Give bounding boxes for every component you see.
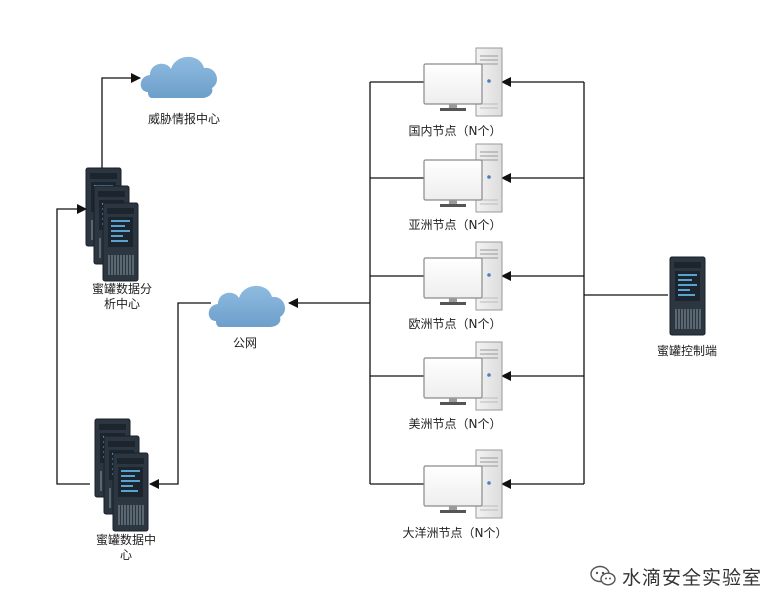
site-label: 大洋洲节点（N个） bbox=[402, 526, 508, 540]
watermark: 水滴安全实验室 bbox=[590, 562, 770, 590]
wechat-icon bbox=[590, 565, 616, 586]
site-label: 国内节点（N个） bbox=[408, 124, 502, 138]
controller-server-icon bbox=[669, 256, 706, 336]
site-label: 美洲节点（N个） bbox=[408, 417, 502, 431]
watermark-text: 水滴安全实验室 bbox=[622, 566, 763, 589]
analysis-center-label-line2: 析中心 bbox=[103, 297, 140, 311]
site-label: 欧洲节点（N个） bbox=[408, 317, 502, 331]
data-center-label: 蜜罐数据中 心 bbox=[86, 533, 166, 563]
analysis-center-label-line1: 蜜罐数据分 bbox=[91, 282, 152, 296]
site-label: 亚洲节点（N个） bbox=[408, 218, 502, 232]
connector-lines bbox=[56, 73, 668, 489]
public-net-label: 公网 bbox=[232, 336, 257, 350]
analysis-center-label: 蜜罐数据分 析中心 bbox=[84, 282, 160, 312]
node-europe-icon bbox=[423, 241, 503, 311]
node-americas-icon bbox=[423, 341, 503, 411]
data-center-label-line2: 心 bbox=[119, 548, 132, 562]
node-domestic-icon bbox=[423, 47, 503, 117]
threat-intel-label: 威胁情报中心 bbox=[147, 112, 220, 126]
controller-label: 蜜罐控制端 bbox=[656, 344, 717, 358]
analysis-center-server-icon bbox=[85, 167, 139, 282]
node-oceania-icon bbox=[423, 449, 503, 519]
data-center-label-line1: 蜜罐数据中 bbox=[95, 533, 156, 547]
data-center-server-icon bbox=[94, 418, 149, 532]
node-asia-icon bbox=[423, 143, 503, 213]
threat-intel-cloud-icon bbox=[140, 56, 218, 98]
public-net-cloud-icon bbox=[208, 285, 286, 327]
